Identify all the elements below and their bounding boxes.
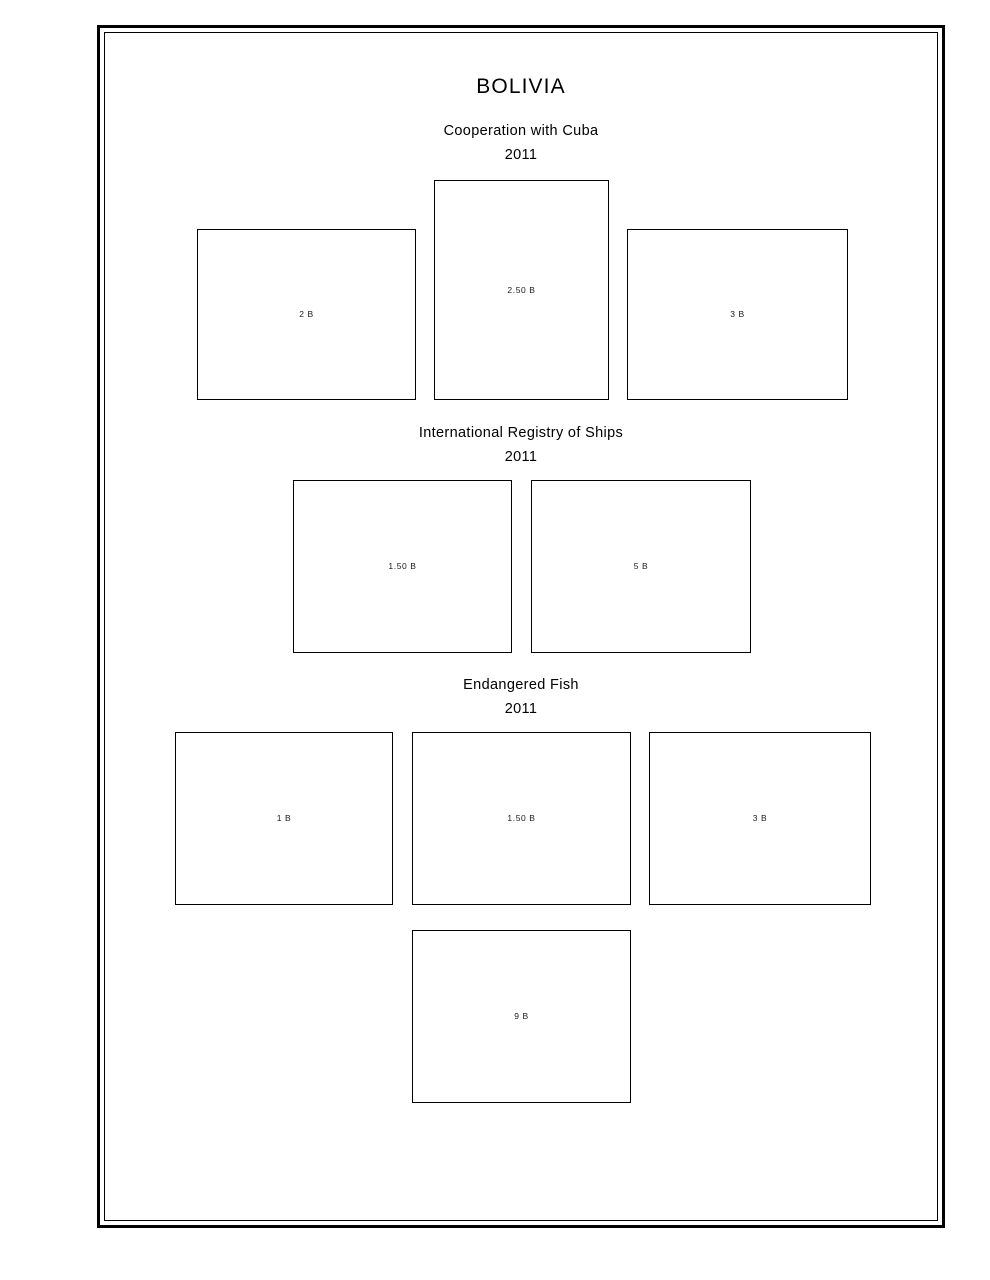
stamp-denomination: 5 B [633, 561, 649, 572]
stamp-denomination: 2.50 B [507, 284, 536, 295]
section-year-endangered-fish: 2011 [504, 701, 538, 717]
stamp-denomination: 3 B [752, 813, 768, 824]
page-content: BOLIVIA Cooperation with Cuba 2011 2 B 2… [104, 32, 938, 1221]
stamp-box[interactable]: 1.50 B [293, 480, 512, 653]
stamp-box[interactable]: 2.50 B [434, 180, 609, 400]
page-border-inner [104, 32, 938, 1221]
section-year-international-registry-of-ships: 2011 [504, 449, 538, 465]
page-border-outer [97, 25, 945, 1228]
section-title-cooperation-with-cuba: Cooperation with Cuba [443, 123, 599, 139]
stamp-box[interactable]: 2 B [197, 229, 416, 400]
stamp-denomination: 1.50 B [388, 561, 417, 572]
stamp-denomination: 1.50 B [507, 813, 536, 824]
stamp-box[interactable]: 5 B [531, 480, 751, 653]
stamp-denomination: 3 B [730, 309, 745, 320]
section-title-endangered-fish: Endangered Fish [463, 677, 579, 693]
stamp-box[interactable]: 1 B [175, 732, 393, 905]
stamp-denomination: 1 B [276, 813, 292, 824]
page-title: BOLIVIA [476, 75, 566, 98]
stamp-box[interactable]: 1.50 B [412, 732, 631, 905]
stamp-box[interactable]: 9 B [412, 930, 631, 1103]
stamp-denomination: 2 B [299, 309, 314, 320]
stamp-denomination: 9 B [514, 1011, 529, 1022]
stamp-box[interactable]: 3 B [649, 732, 871, 905]
section-year-cooperation-with-cuba: 2011 [504, 147, 538, 163]
stamp-box[interactable]: 3 B [627, 229, 848, 400]
section-title-international-registry-of-ships: International Registry of Ships [418, 425, 624, 441]
